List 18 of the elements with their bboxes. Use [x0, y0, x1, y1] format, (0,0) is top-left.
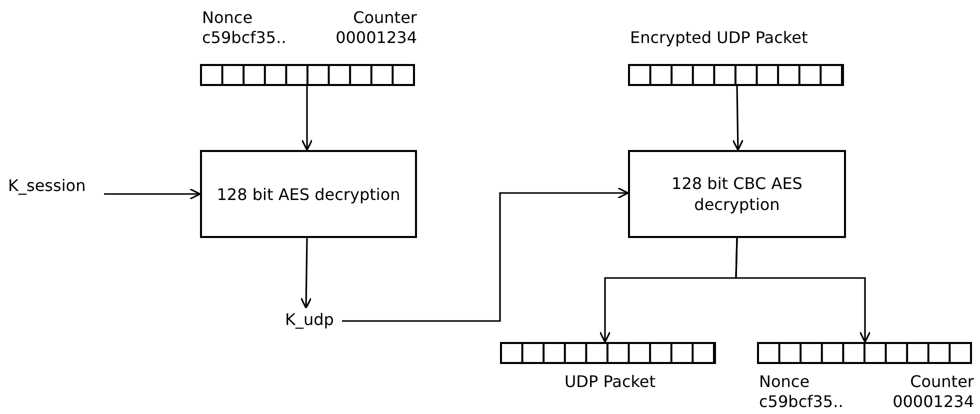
signal-label: K_session: [8, 176, 86, 196]
field-label: Nonce c59bcf35..: [202, 8, 288, 48]
arrow: [300, 238, 312, 309]
arrow: [104, 188, 201, 200]
arrow: [735, 238, 871, 343]
field-label: Nonce c59bcf35..: [759, 372, 844, 412]
field-label: Counter 00001234: [892, 372, 974, 412]
field-label: UDP Packet: [563, 372, 657, 392]
arrow: [301, 86, 313, 151]
box-label: 128 bit CBC AES decryption: [670, 173, 804, 215]
signal-label: K_udp: [285, 310, 334, 330]
process-box: [200, 150, 417, 238]
field-label: Encrypted UDP Packet: [630, 28, 809, 48]
field-label: Counter 00001234: [334, 8, 417, 48]
process-box: [628, 150, 846, 238]
box-label: 128 bit AES decryption: [216, 184, 400, 204]
arrow: [342, 187, 629, 322]
arrow: [732, 86, 744, 151]
